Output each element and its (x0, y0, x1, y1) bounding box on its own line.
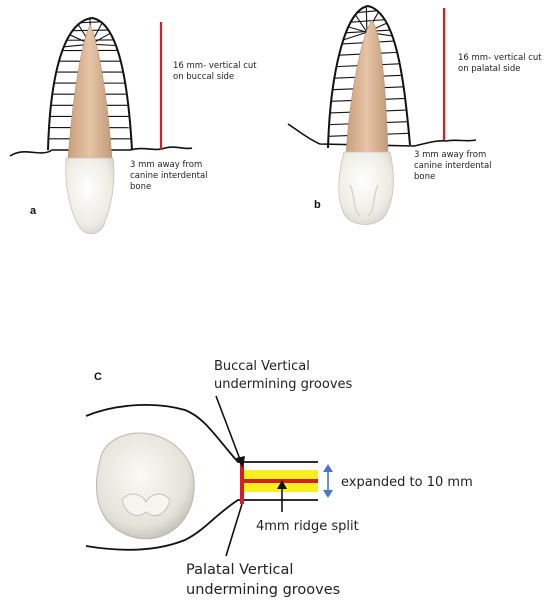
hatch-line (343, 32, 367, 40)
panel-a: 16 mm- vertical cut on buccal side 3 mm … (10, 18, 257, 234)
buccal-label-line1: Buccal Vertical (214, 359, 310, 374)
cut-label-line2: on palatal side (458, 64, 520, 74)
cut-label-line2: on buccal side (173, 72, 234, 82)
canine-root (346, 20, 388, 154)
distance-label-line3: bone (414, 172, 435, 182)
canine-crown (339, 152, 394, 225)
expansion-arrowhead-up (323, 464, 333, 472)
panel-c-letter: C (94, 371, 102, 383)
panel-c: C Buccal Vertical undermining grooves ex… (86, 359, 473, 598)
panel-b: 16 mm- vertical cut on palatal side 3 mm… (288, 6, 542, 225)
panel-a-letter: a (30, 205, 37, 217)
distance-label-line3: bone (130, 182, 151, 192)
buccal-label-line2: undermining grooves (214, 377, 353, 392)
palatal-label-line2: undermining grooves (186, 582, 340, 598)
distance-label-line2: canine interdental (414, 161, 492, 171)
expansion-arrowhead-down (323, 490, 333, 498)
palatal-groove-pointer (226, 504, 242, 556)
ridge-split-label: 4mm ridge split (256, 519, 359, 534)
distance-label-line2: canine interdental (130, 171, 208, 181)
hatch-line (366, 6, 367, 32)
distance-label-line1: 3 mm away from (414, 150, 486, 160)
cut-label-line1: 16 mm- vertical cut (458, 53, 542, 63)
distance-label-line1: 3 mm away from (130, 160, 202, 170)
panel-b-letter: b (314, 199, 321, 211)
hatch-line (357, 11, 377, 13)
cut-label-line1: 16 mm- vertical cut (173, 61, 257, 71)
canine-crown (66, 158, 114, 234)
expanded-label: expanded to 10 mm (341, 475, 473, 490)
tooth-occlusal-view (97, 433, 195, 539)
palatal-label-line1: Palatal Vertical (186, 562, 293, 578)
hatch-line (351, 20, 385, 23)
